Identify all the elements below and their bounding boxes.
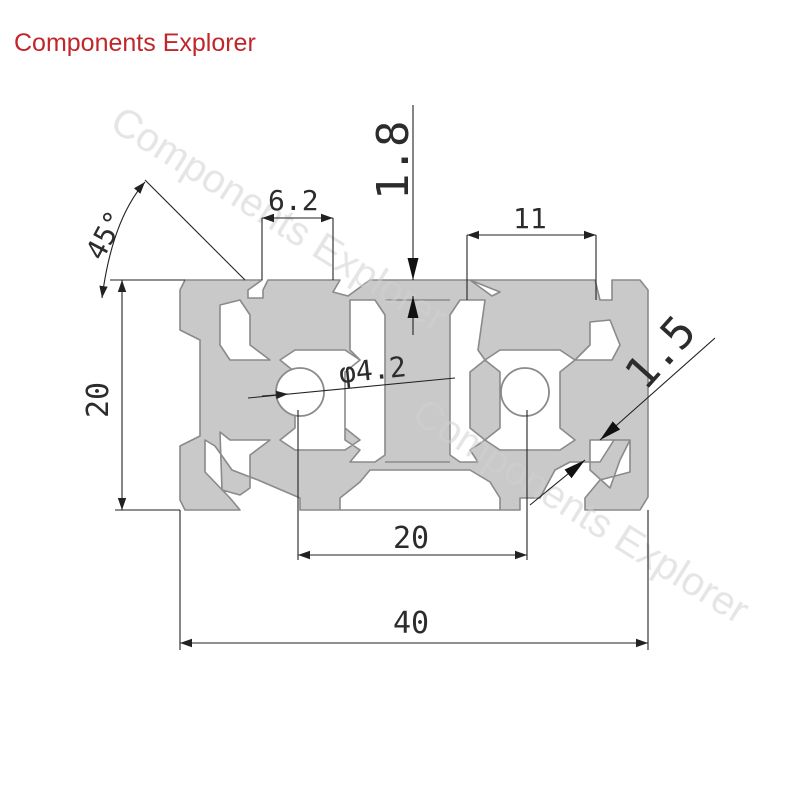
slot-width-label: 11: [513, 202, 547, 235]
left-bolt-hole: [275, 367, 325, 417]
hole-pitch-label: 20: [393, 521, 429, 556]
slot-opening-label: 6.2: [268, 184, 319, 217]
height-label: 20: [81, 382, 116, 418]
dimension-line-fillet: [599, 337, 716, 441]
extrusion-profile: [179, 279, 649, 511]
profile-body: [179, 279, 649, 511]
dimension-line-hole-diameter: [261, 390, 289, 400]
hole-diameter-label: φ4.2: [337, 350, 408, 390]
angle-leader-line: [144, 179, 246, 281]
brand-title: Components Explorer: [14, 29, 256, 57]
width-label: 40: [393, 606, 429, 641]
wall-thickness-label: 1.8: [368, 121, 419, 200]
dimension-line-fillet: [529, 459, 586, 506]
right-bolt-hole: [500, 367, 550, 417]
angle-arc: [99, 181, 146, 299]
